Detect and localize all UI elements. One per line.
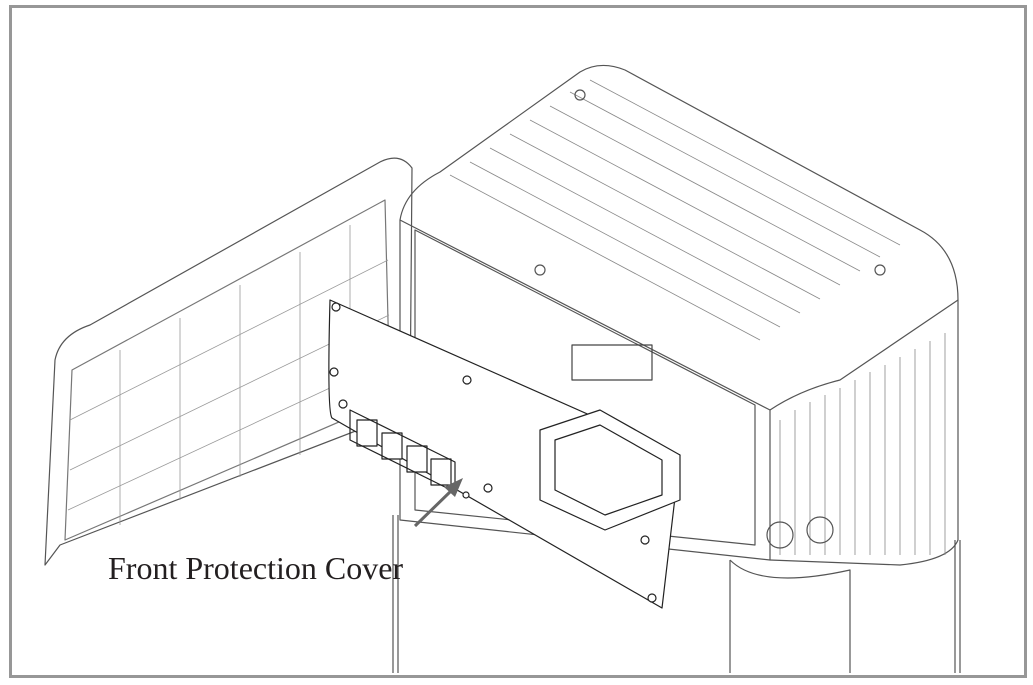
cutouts bbox=[349, 409, 456, 493]
callout-arrow bbox=[413, 478, 463, 528]
front-protection-cover bbox=[328, 299, 681, 609]
callout-label: Front Protection Cover bbox=[108, 550, 404, 586]
stand bbox=[392, 515, 961, 673]
figure-border bbox=[9, 5, 1027, 678]
door bbox=[44, 157, 413, 566]
